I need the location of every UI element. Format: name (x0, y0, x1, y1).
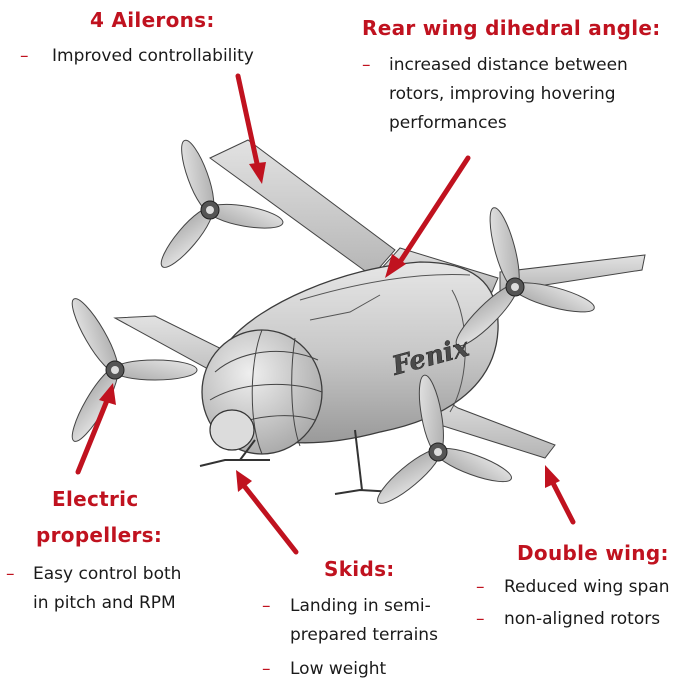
arrow-skids (236, 470, 299, 555)
nose-tip (209, 409, 255, 451)
rear-wing-tip (499, 254, 646, 293)
propeller-front-right (377, 374, 512, 504)
electric-title-line1: Electric (52, 487, 139, 511)
bullet-dash: – (20, 46, 29, 66)
electric-bullet: – Easy control both in pitch and RPM (6, 560, 236, 618)
double-wing-bullet-2: – non-aligned rotors (476, 605, 690, 634)
propeller-rear-left (160, 139, 284, 268)
arrow-electric (75, 383, 116, 475)
skids-title: Skids: (324, 557, 395, 581)
arrow-double-wing (545, 465, 576, 525)
bullet-dash: – (362, 55, 371, 75)
skids-bullet-2: – Low weight (262, 655, 482, 684)
rear-wing-title: Rear wing dihedral angle: (362, 16, 661, 40)
ailerons-title: 4 Ailerons: (90, 8, 215, 32)
skids-bullet-1: – Landing in semi- prepared terrains (262, 592, 482, 650)
electric-title-line2: propellers: (36, 523, 163, 547)
bullet-dash: – (262, 596, 271, 616)
rear-wing-bullet: – increased distance between rotors, imp… (362, 51, 682, 138)
arrow-ailerons (235, 73, 266, 184)
bullet-dash: – (476, 577, 485, 597)
double-wing-title: Double wing: (517, 541, 669, 565)
bullet-dash: – (476, 609, 485, 629)
skid-left (199, 439, 270, 467)
ailerons-bullet: – Improved controllability (20, 42, 320, 71)
propeller-rear-right (455, 207, 595, 347)
double-wing-bullet-1: – Reduced wing span (476, 573, 690, 602)
bullet-dash: – (6, 564, 15, 584)
bullet-dash: – (262, 659, 271, 679)
arrow-rear-wing (385, 155, 471, 278)
